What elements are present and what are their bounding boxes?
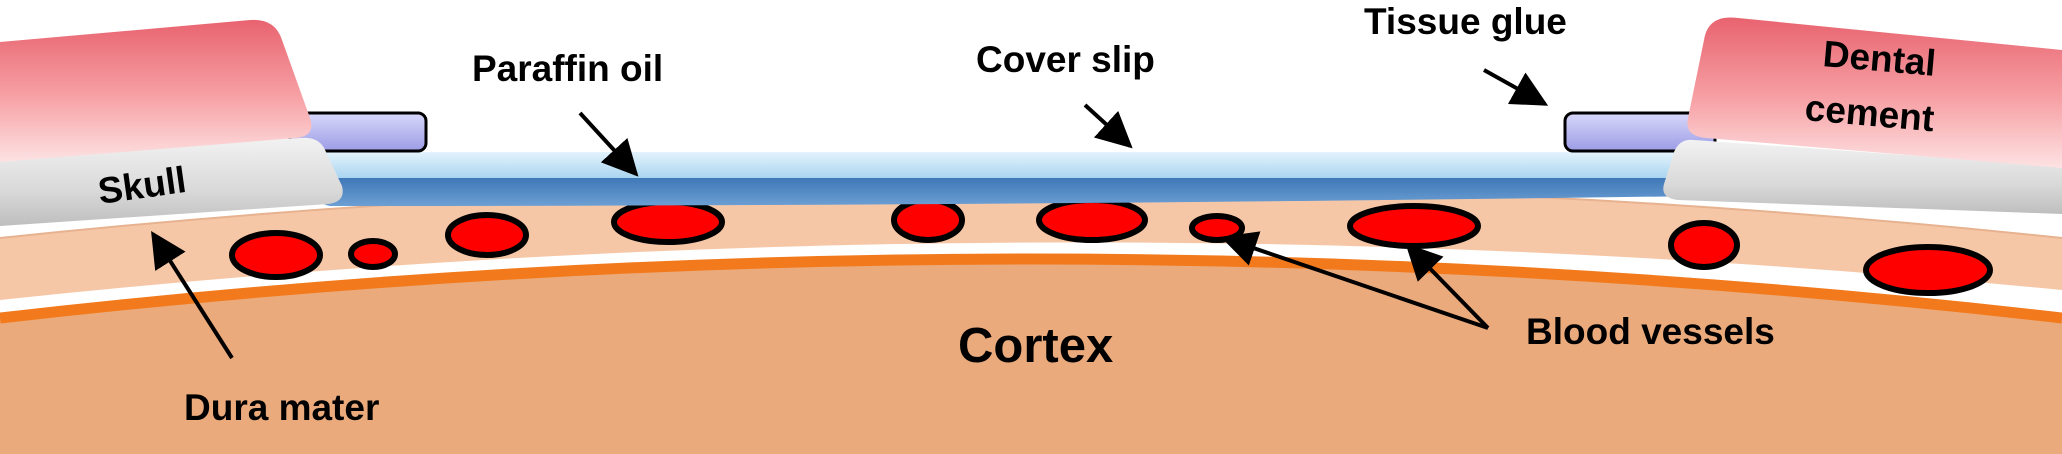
blood-vessel (611, 199, 725, 245)
blood-vessel (891, 197, 965, 243)
arrow-cover-slip (1083, 103, 1133, 149)
paraffin-oil-layer (313, 178, 1707, 206)
arrow-blood-vessel-1 (1220, 231, 1489, 330)
label-tissue-glue: Tissue glue (1364, 1, 1567, 42)
label-cover-slip: Cover slip (976, 39, 1155, 80)
blood-vessel (1668, 220, 1740, 270)
cortex-region (0, 259, 2062, 454)
arrow-paraffin-oil (578, 111, 639, 177)
blood-vessel (1036, 197, 1148, 243)
dental-cement-right (1687, 17, 2062, 168)
blood-vessels-group (229, 197, 1993, 296)
blood-vessel (348, 238, 398, 270)
arrow-tissue-glue (1483, 68, 1549, 106)
dura-mater-layer (0, 184, 2062, 300)
cover-slip (305, 152, 1715, 178)
arrow-dura-mater (151, 230, 234, 360)
blood-vessel (445, 212, 529, 258)
skull-left (0, 137, 343, 226)
label-paraffin-oil: Paraffin oil (472, 48, 663, 89)
blood-vessel (1189, 213, 1245, 243)
dental-cement-left (0, 19, 312, 163)
label-dental-cement-line1: Dental (1821, 33, 1937, 84)
pointer-arrows (151, 68, 1549, 360)
skull-right (1663, 139, 2062, 214)
dura-mater-line (0, 253, 2062, 324)
arrow-blood-vessel-2 (1405, 243, 1490, 330)
label-dura-mater: Dura mater (184, 387, 379, 428)
blood-vessel (1347, 203, 1481, 249)
blood-vessel (1863, 244, 1993, 296)
label-blood-vessels: Blood vessels (1526, 311, 1775, 352)
label-cortex: Cortex (958, 319, 1113, 373)
blood-vessel (229, 230, 323, 280)
